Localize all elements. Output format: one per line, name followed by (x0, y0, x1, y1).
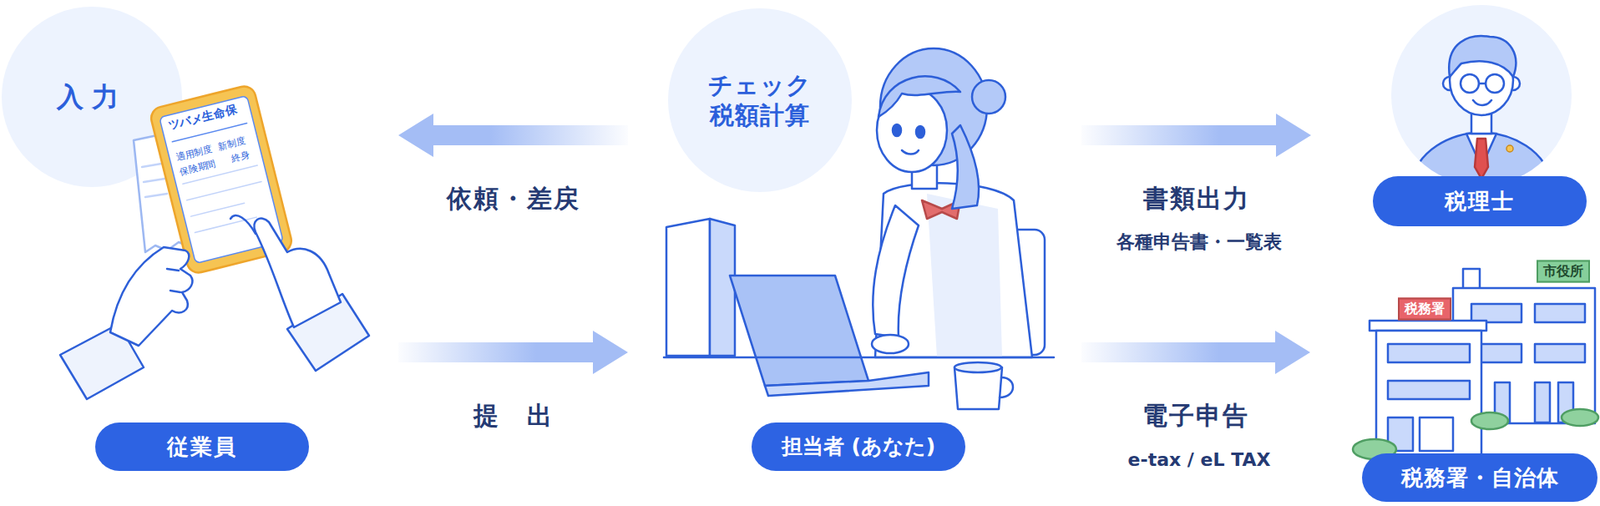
phone-illustration-part (110, 247, 193, 346)
flow-arrow (1081, 113, 1312, 157)
edge-label: 電子申告 (1142, 399, 1250, 434)
sub-label: 各種申告書・一覧表 (1116, 229, 1282, 255)
flow-arrow (398, 113, 628, 157)
node-text: 税理士 (1444, 187, 1515, 216)
government-buildings-illustration-part (1376, 330, 1482, 461)
government-buildings-illustration-part (1387, 380, 1470, 400)
tax-accountant-illustration-part (1485, 74, 1504, 93)
staff-illustration-part (709, 218, 735, 356)
phone-illustration-part-part (191, 202, 245, 217)
government-buildings-illustration-part (1534, 303, 1585, 323)
government-buildings-illustration-part (1463, 268, 1480, 289)
staff-illustration-part (871, 334, 909, 354)
staff-illustration-part (901, 150, 919, 155)
government-buildings-illustration-part (1471, 303, 1522, 323)
staff-illustration-part (916, 126, 925, 138)
tax-accountant-illustration-part (1478, 82, 1486, 86)
tax-accountant-illustration-part (1391, 5, 1572, 186)
node-text: 担当者 (あなた) (781, 433, 937, 460)
flow-arrow (1081, 330, 1311, 375)
tax-accountant-illustration (1391, 5, 1572, 188)
tax-accountant-illustration-part (1448, 35, 1516, 77)
tax-accountant-illustration-part-part (1474, 138, 1489, 179)
sub-label: e-tax / eL TAX (1128, 449, 1271, 471)
flow-arrow (398, 330, 628, 375)
staff-illustration-part (999, 377, 1013, 398)
government-buildings-illustration-part (1387, 344, 1470, 363)
staff-illustration-part (951, 125, 979, 209)
government-buildings-illustration-part (1369, 320, 1487, 331)
staff-illustration-part (729, 275, 869, 386)
phone-illustration-part (167, 268, 179, 271)
phone-illustration-part-part (187, 181, 262, 200)
staff-illustration-part (954, 362, 1002, 373)
staff-illustration (663, 48, 1054, 410)
task-circle: チェック 税額計算 (668, 8, 852, 193)
actor-pill: 税務署・自治体 (1362, 453, 1598, 502)
building-sign: 税務署 (1397, 298, 1452, 321)
node-text: 税務署・自治体 (1401, 464, 1560, 492)
government-buildings-illustration (1352, 268, 1599, 461)
staff-illustration-part (954, 367, 1003, 410)
edge-label: 依頼・差戻 (446, 182, 581, 217)
tax-accountant-illustration-part (1473, 100, 1492, 106)
government-buildings-illustration-part (1534, 344, 1585, 363)
actor-pill: 従業員 (95, 422, 309, 471)
staff-illustration-part (666, 218, 710, 356)
phone-illustration-part (170, 290, 181, 293)
staff-illustration-part (926, 193, 1003, 358)
node-text: 従業員 (167, 433, 238, 461)
phone-illustration-part-part (194, 217, 257, 233)
government-buildings-illustration-part (1419, 417, 1454, 451)
staff-illustration-part (878, 75, 961, 117)
government-buildings-illustration-part (1471, 412, 1509, 430)
government-buildings-illustration-part (1561, 409, 1599, 426)
phone-illustration-part (145, 193, 168, 198)
government-buildings-illustration-part (1534, 382, 1550, 423)
node-text: チェック 税額計算 (705, 70, 815, 132)
edge-label: 提 出 (473, 399, 554, 434)
node-text: 入力 (29, 80, 155, 114)
staff-illustration-part (892, 124, 902, 137)
staff-illustration-part (972, 80, 1006, 114)
phone-illustration-part (253, 218, 341, 328)
staff-illustration-part (764, 372, 929, 396)
actor-pill: 税理士 (1372, 176, 1587, 227)
tax-accountant-illustration-part (1460, 74, 1479, 93)
actor-pill: 担当者 (あなた) (751, 422, 966, 471)
phone-illustration-part (230, 215, 256, 234)
building-sign: 市役所 (1536, 260, 1590, 284)
staff-illustration-part (872, 205, 919, 338)
tax-accountant-illustration-part-part (1506, 145, 1514, 152)
edge-label: 書類出力 (1143, 182, 1251, 217)
staff-illustration-part (663, 356, 1054, 360)
